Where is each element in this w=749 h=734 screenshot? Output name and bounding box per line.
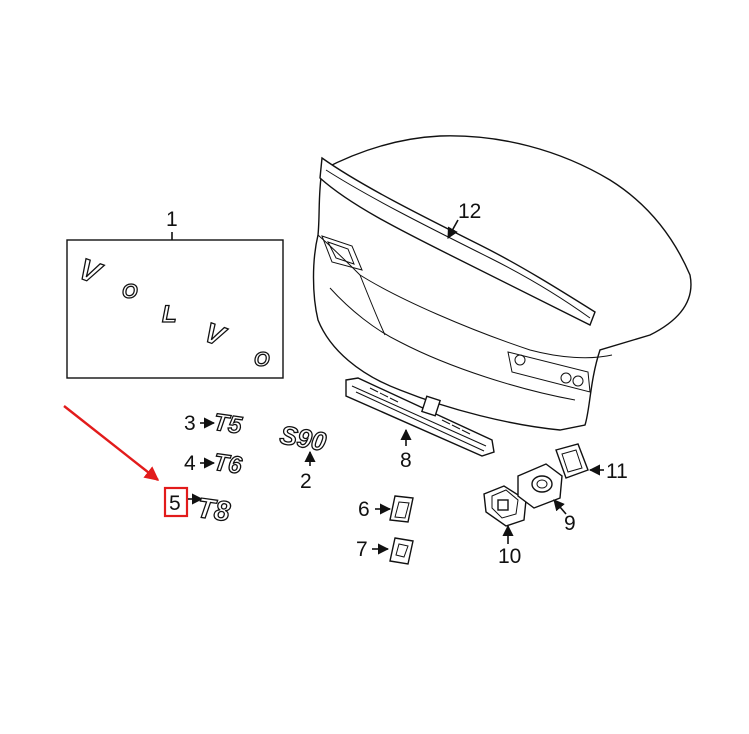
camera-cover <box>555 443 589 479</box>
red-pointer-arrow <box>63 405 160 481</box>
highlight-box-5 <box>163 486 189 518</box>
brake-light <box>345 377 495 457</box>
emblem-letter-l: L <box>162 301 177 328</box>
emblem-letter-o1: O <box>122 281 138 303</box>
emblem-letter-o2: O <box>254 349 270 371</box>
camera <box>517 463 563 509</box>
callout-10: 10 <box>498 545 521 568</box>
callout-12: 12 <box>458 200 481 223</box>
camera-bracket <box>483 485 527 527</box>
callout-9: 9 <box>564 512 576 535</box>
emblem-t5: T5 <box>212 409 244 440</box>
callout-5: 5 <box>169 492 181 515</box>
emblem-t6: T6 <box>212 449 244 480</box>
callout-1: 1 <box>166 208 178 231</box>
callout-2: 2 <box>300 470 312 493</box>
callout-8: 8 <box>400 449 412 472</box>
callout-11: 11 <box>606 460 628 483</box>
part-7 <box>389 537 414 565</box>
emblem-t8: T8 <box>195 492 232 527</box>
callout-7: 7 <box>356 538 368 561</box>
emblem-s90: S90 <box>278 419 329 457</box>
leader-12 <box>447 219 459 239</box>
volvo-emblem-box: V O L V O <box>66 232 284 379</box>
spoiler <box>319 156 596 326</box>
callout-3: 3 <box>184 412 196 435</box>
callout-4: 4 <box>184 452 196 475</box>
callout-6: 6 <box>358 498 370 521</box>
